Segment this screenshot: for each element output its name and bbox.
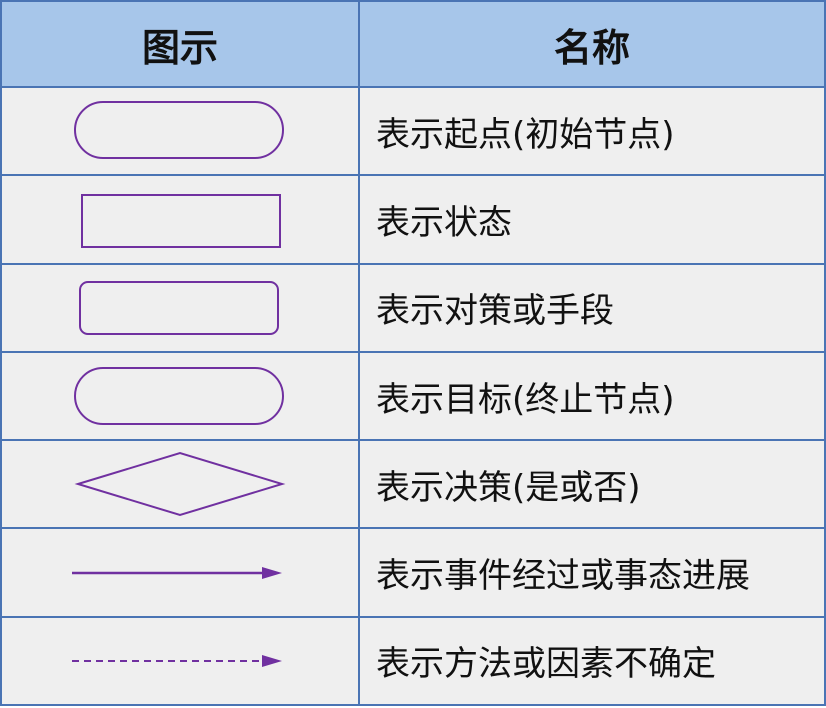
symbol-cell: [0, 527, 360, 618]
table-row: 表示方法或因素不确定: [0, 615, 826, 707]
symbol-cell: [0, 262, 360, 353]
name-cell: 表示目标(终止节点): [358, 350, 826, 442]
name-cell: 表示起点(初始节点): [358, 86, 826, 177]
decision-diamond-icon: [74, 452, 286, 517]
symbol-cell: [0, 86, 360, 177]
table-row: 表示起点(初始节点): [0, 86, 826, 177]
end-node-stadium-icon: [74, 367, 284, 426]
symbol-cell: [0, 615, 360, 707]
dashed-arrow-icon: [72, 654, 282, 667]
name-column-header: 名称: [358, 0, 826, 89]
table-row: 表示目标(终止节点): [0, 350, 826, 442]
state-rectangle-icon: [81, 193, 281, 248]
header-row: 图示 名称: [0, 0, 826, 89]
solid-arrow-icon: [72, 566, 282, 579]
measure-rounded-rectangle-icon: [79, 280, 279, 335]
symbol-cell: [0, 439, 360, 530]
name-cell: 表示方法或因素不确定: [358, 615, 826, 707]
name-cell: 表示事件经过或事态进展: [358, 527, 826, 618]
table-row: 表示事件经过或事态进展: [0, 527, 826, 618]
symbol-column-header: 图示: [0, 0, 360, 89]
table-row: 表示状态: [0, 174, 826, 265]
table-row: 表示对策或手段: [0, 262, 826, 353]
symbol-cell: [0, 350, 360, 442]
start-node-stadium-icon: [74, 101, 284, 160]
name-cell: 表示状态: [358, 174, 826, 265]
name-cell: 表示决策(是或否): [358, 439, 826, 530]
table-row: 表示决策(是或否): [0, 439, 826, 530]
name-cell: 表示对策或手段: [358, 262, 826, 353]
symbol-cell: [0, 174, 360, 265]
